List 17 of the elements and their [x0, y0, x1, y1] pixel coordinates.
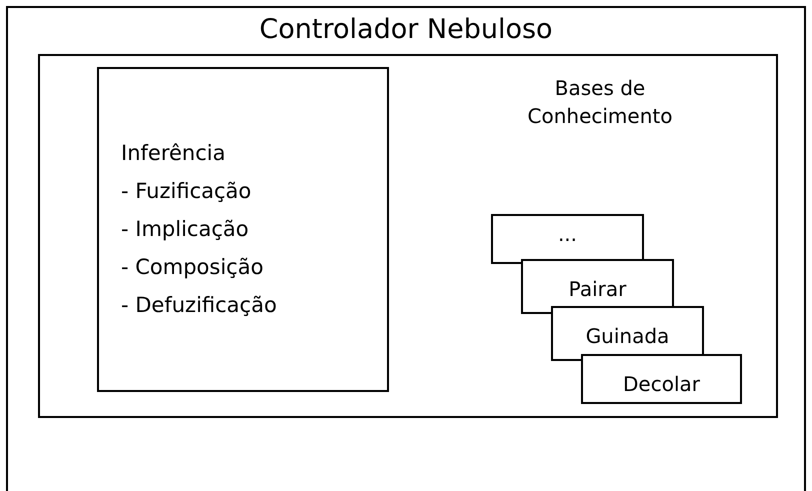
card-label: Guinada — [584, 324, 670, 348]
knowledge-card — [581, 354, 742, 404]
heading: Inferência — [121, 141, 226, 165]
knowledge-card — [491, 214, 644, 264]
title-text: Controlador Nebuloso — [258, 14, 554, 45]
card-label: Pairar — [568, 277, 628, 301]
list-item: - Composição — [121, 255, 264, 279]
list-item: - Implicação — [121, 217, 249, 241]
inner-frame — [38, 54, 778, 418]
knowledge-card — [551, 306, 704, 361]
inference-box — [97, 67, 389, 392]
controller-frame — [6, 6, 806, 491]
list-item: - Defuzificação — [121, 293, 277, 317]
list-item: - Fuzificação — [121, 179, 252, 203]
card-label: Decolar — [622, 372, 701, 396]
card-label: ... — [556, 222, 578, 246]
section-heading: Bases de Conhecimento — [526, 75, 674, 130]
